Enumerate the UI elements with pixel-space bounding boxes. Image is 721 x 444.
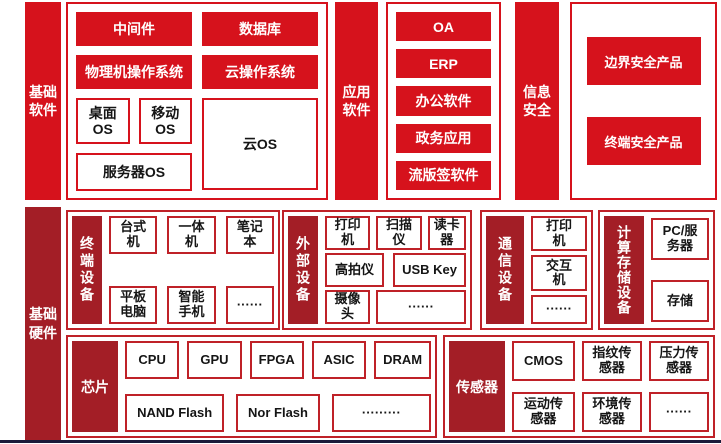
external-row-3: 摄像 头 ······	[325, 290, 466, 324]
basic-software-col1: 中间件 物理机操作系统 桌面 OS 移动 OS 服务器OS	[76, 12, 192, 191]
category-label-application-software: 应用 软件	[335, 2, 378, 200]
box-fpga: FPGA	[249, 341, 304, 379]
box-cmos: CMOS	[512, 341, 575, 381]
box-terminal-security-products: 终端安全产品	[586, 117, 701, 165]
external-devices-label: 外部设备	[288, 216, 318, 324]
box-erp: ERP	[396, 49, 491, 79]
compute-storage-content: PC/服 务器 存储	[651, 216, 709, 324]
external-row-1: 打印 机 扫描 仪 读卡 器	[325, 216, 466, 250]
box-pressure-sensor: 压力传 感器	[648, 341, 709, 381]
box-card-reader: 读卡 器	[427, 216, 466, 250]
box-usb-key: USB Key	[393, 253, 466, 287]
box-storage: 存储	[651, 280, 709, 322]
sensors-row-1: CMOS 指纹传 感器 压力传 感器	[512, 341, 709, 381]
chips-content: CPU GPU FPGA ASIC DRAM NAND Flash Nor Fl…	[125, 341, 431, 432]
box-desktop-os: 桌面 OS	[76, 98, 130, 144]
box-laptop: 笔记 本	[225, 216, 274, 254]
box-dram: DRAM	[374, 341, 431, 379]
box-communication-more: ······	[531, 294, 587, 324]
chips-row-2: NAND Flash Nor Flash ·········	[125, 394, 431, 432]
box-printer: 打印 机	[325, 216, 371, 250]
box-all-in-one: 一体 机	[167, 216, 216, 254]
box-chips-more: ·········	[331, 394, 431, 432]
terminal-devices-label: 终端设备	[72, 216, 102, 324]
communication-devices-content: 打印 机 交互 机 ······	[531, 216, 587, 324]
box-cloud-os-platform: 云操作系统	[202, 55, 318, 89]
box-server-os: 服务器OS	[76, 153, 192, 191]
os-row: 桌面 OS 移动 OS	[76, 98, 192, 144]
box-boundary-security-products: 边界安全产品	[586, 37, 701, 85]
sensors-row-2: 运动传 感器 环境传 感器 ······	[512, 392, 709, 432]
box-asic: ASIC	[311, 341, 367, 379]
external-row-2: 高拍仪 USB Key	[325, 253, 466, 287]
box-comm-printer: 打印 机	[531, 216, 587, 252]
compute-storage-panel: 计算存储设备 PC/服 务器 存储	[598, 210, 715, 330]
box-oa: OA	[396, 12, 491, 42]
box-motion-sensor: 运动传 感器	[512, 392, 575, 432]
box-camera: 摄像 头	[325, 290, 370, 324]
category-label-basic-software: 基础 软件	[25, 2, 61, 200]
box-gpu: GPU	[187, 341, 242, 379]
external-devices-content: 打印 机 扫描 仪 读卡 器 高拍仪 USB Key 摄像 头 ······	[325, 216, 466, 324]
info-security-panel: 边界安全产品 终端安全产品	[570, 2, 717, 200]
communication-devices-panel: 通信设备 打印 机 交互 机 ······	[480, 210, 593, 330]
box-terminal-more: ······	[225, 286, 274, 324]
sensors-panel: 传感器 CMOS 指纹传 感器 压力传 感器 运动传 感器 环境传 感器 ···…	[443, 335, 715, 438]
chips-panel: 芯片 CPU GPU FPGA ASIC DRAM NAND Flash Nor…	[66, 335, 437, 438]
box-stream-edition-software: 流版签软件	[396, 160, 491, 191]
sensors-content: CMOS 指纹传 感器 压力传 感器 运动传 感器 环境传 感器 ······	[512, 341, 709, 432]
box-pc-server: PC/服 务器	[651, 218, 709, 260]
box-office-software: 办公软件	[396, 86, 491, 116]
application-software-panel: OA ERP 办公软件 政务应用 流版签软件	[386, 2, 501, 200]
category-label-basic-hardware: 基础 硬件	[25, 207, 61, 440]
chips-label: 芯片	[72, 341, 118, 432]
terminal-row-1: 台式 机 一体 机 笔记 本	[109, 216, 274, 254]
box-tablet: 平板 电脑	[109, 286, 158, 324]
box-database: 数据库	[202, 12, 318, 46]
basic-software-panel: 中间件 物理机操作系统 桌面 OS 移动 OS 服务器OS 数据库 云操作系统 …	[66, 2, 328, 200]
box-nand-flash: NAND Flash	[125, 394, 225, 432]
sensors-label: 传感器	[449, 341, 505, 432]
box-middleware: 中间件	[76, 12, 192, 46]
box-switch: 交互 机	[531, 255, 587, 291]
compute-storage-label: 计算存储设备	[604, 216, 644, 324]
box-physical-os: 物理机操作系统	[76, 55, 192, 89]
chips-row-1: CPU GPU FPGA ASIC DRAM	[125, 341, 431, 379]
box-mobile-os: 移动 OS	[138, 98, 192, 144]
box-nor-flash: Nor Flash	[236, 394, 320, 432]
box-environment-sensor: 环境传 感器	[581, 392, 642, 432]
box-fingerprint-sensor: 指纹传 感器	[581, 341, 642, 381]
box-document-camera: 高拍仪	[325, 253, 385, 287]
terminal-row-2: 平板 电脑 智能 手机 ······	[109, 286, 274, 324]
category-label-info-security: 信息 安全	[515, 2, 559, 200]
box-scanner: 扫描 仪	[376, 216, 422, 250]
box-cloud-os: 云OS	[202, 98, 318, 190]
box-external-more: ······	[375, 290, 466, 324]
box-cpu: CPU	[125, 341, 180, 379]
communication-devices-label: 通信设备	[486, 216, 524, 324]
box-gov-application: 政务应用	[396, 123, 491, 153]
bottom-divider	[0, 440, 721, 443]
box-smartphone: 智能 手机	[167, 286, 216, 324]
external-devices-panel: 外部设备 打印 机 扫描 仪 读卡 器 高拍仪 USB Key 摄像 头 ···…	[282, 210, 472, 330]
basic-software-col2: 数据库 云操作系统 云OS	[202, 12, 318, 190]
terminal-devices-panel: 终端设备 台式 机 一体 机 笔记 本 平板 电脑 智能 手机 ······	[66, 210, 280, 330]
terminal-devices-content: 台式 机 一体 机 笔记 本 平板 电脑 智能 手机 ······	[109, 216, 274, 324]
box-desktop-pc: 台式 机	[109, 216, 158, 254]
box-sensors-more: ······	[648, 392, 709, 432]
